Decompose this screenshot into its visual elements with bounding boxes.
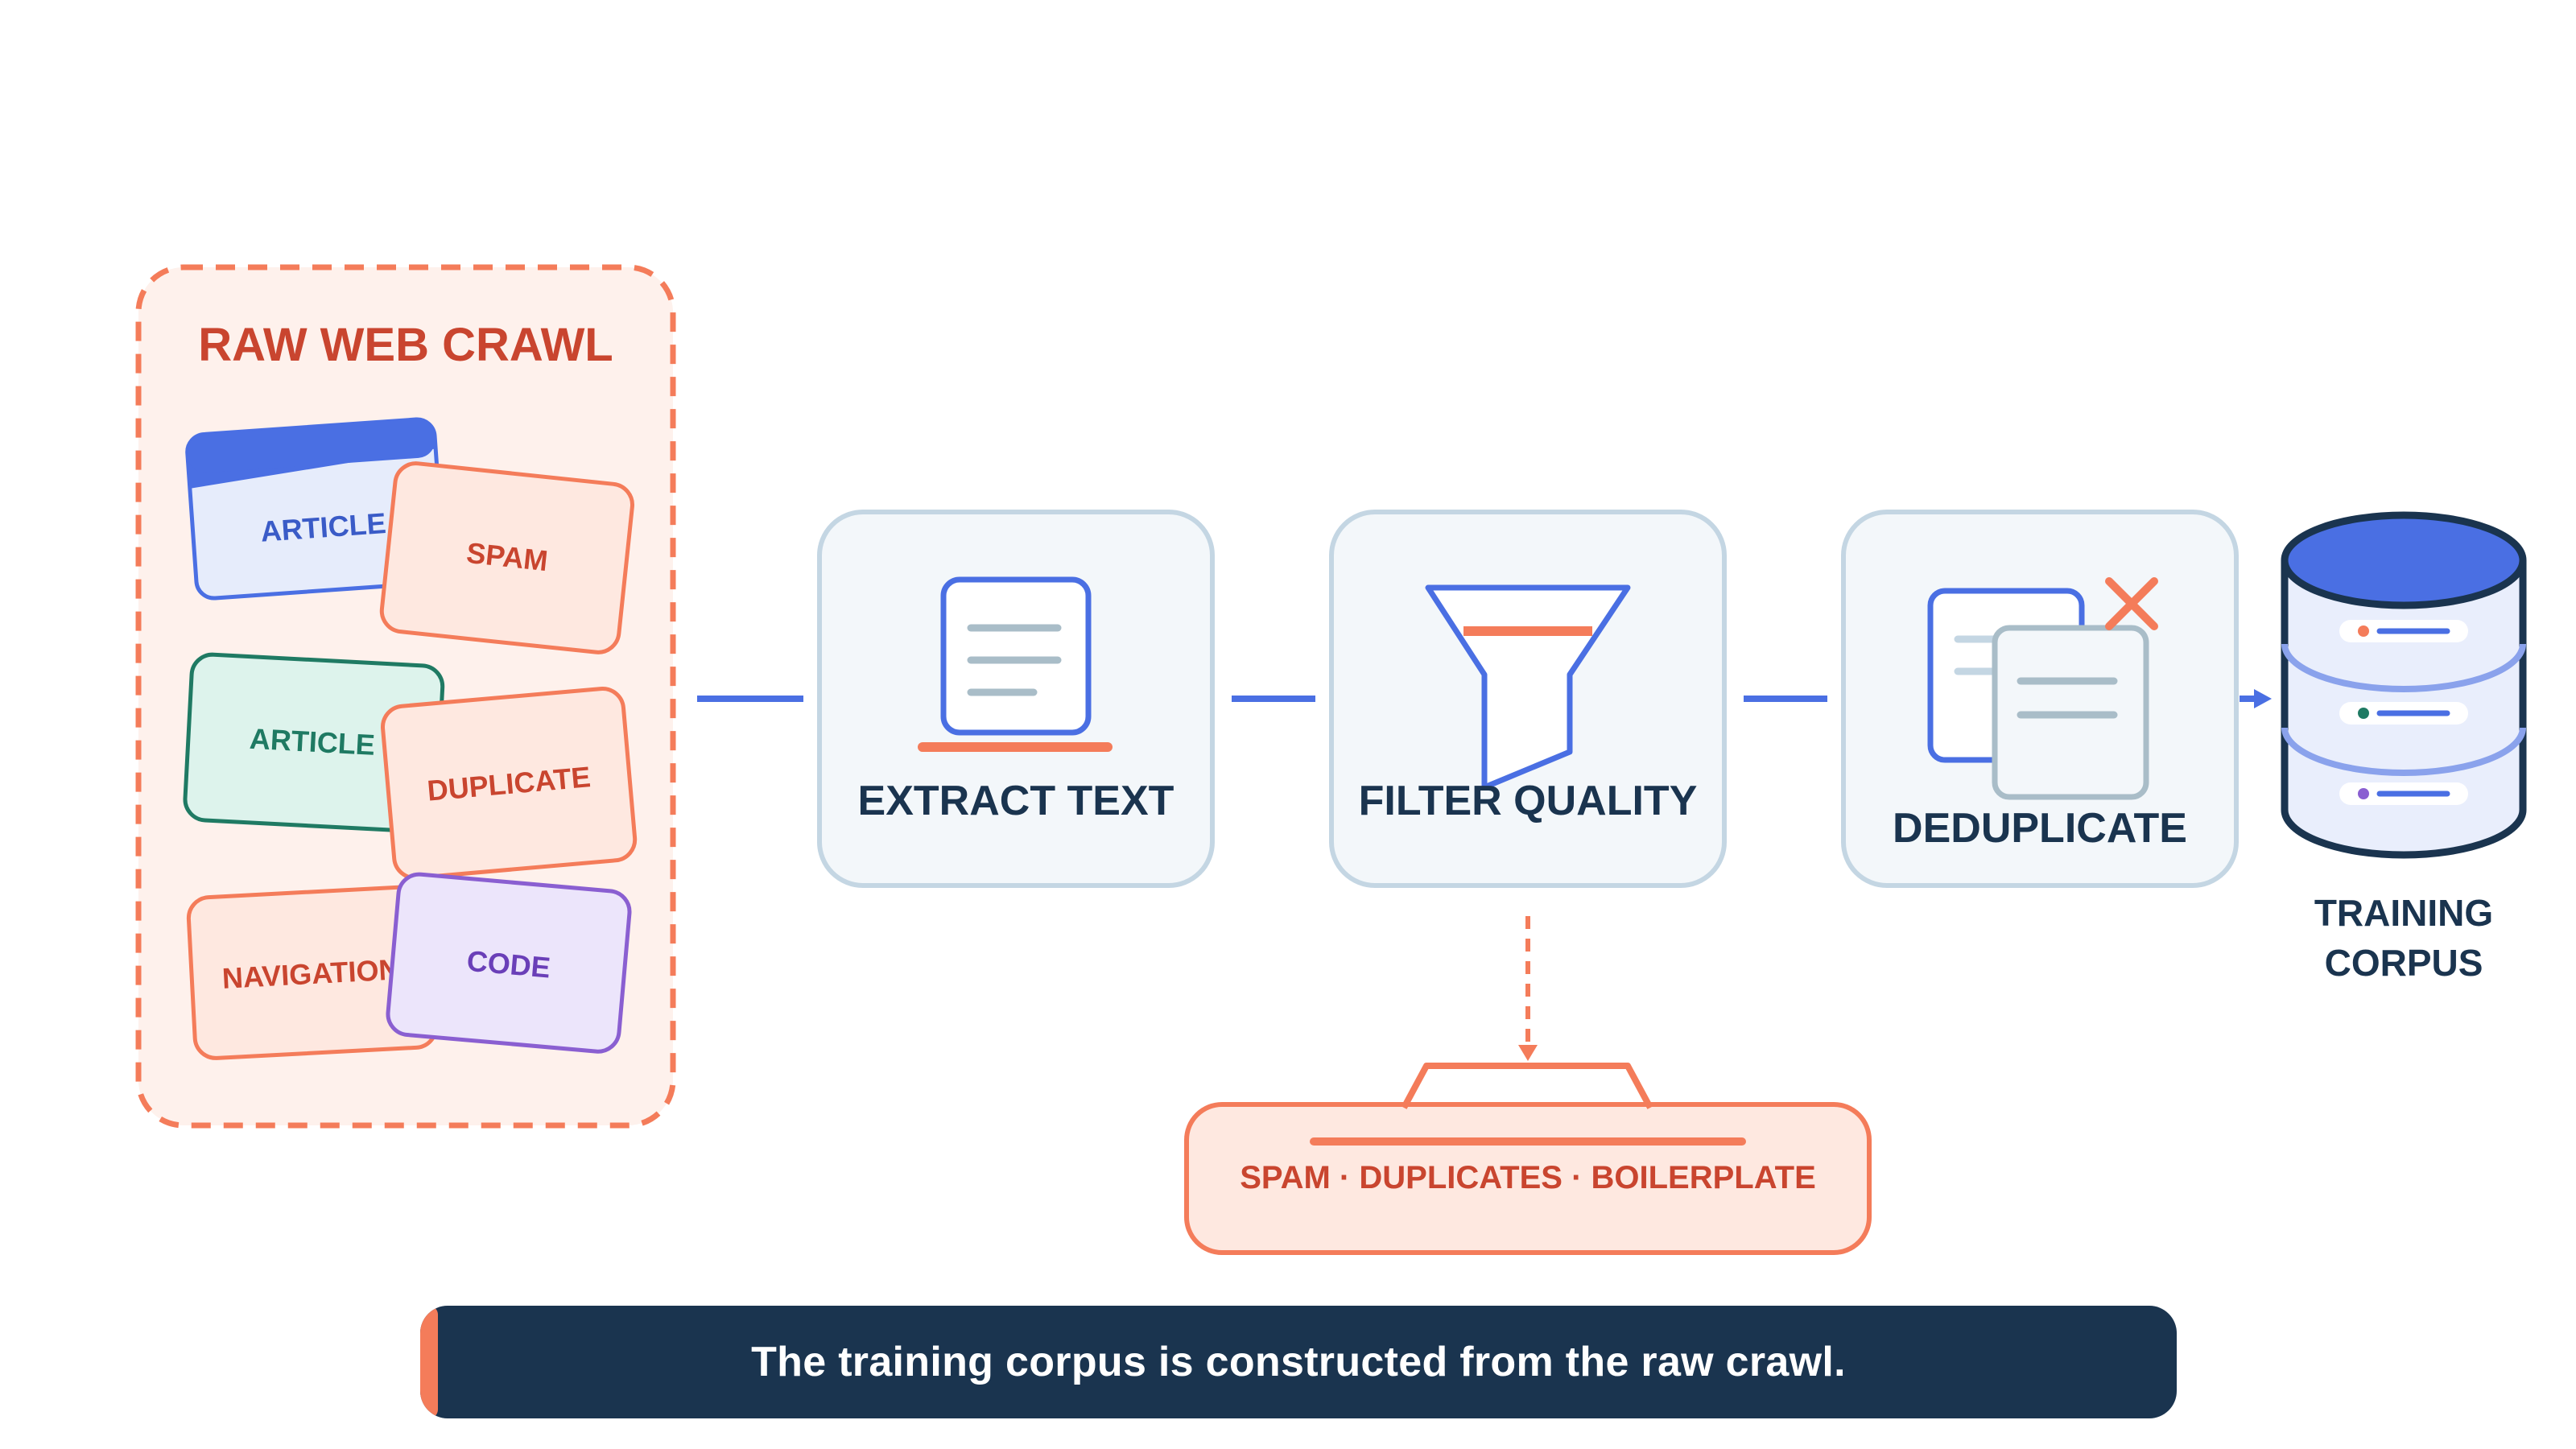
stage-deduplicate: DEDUPLICATE — [1841, 510, 2239, 888]
caption-accent-bar — [420, 1306, 438, 1418]
card-code: CODE — [386, 872, 632, 1054]
rejected-arrowhead — [1518, 1045, 1538, 1061]
connector-dedup-to-corpus — [2240, 689, 2272, 708]
funnel-icon — [1425, 584, 1631, 791]
corpus-label-line2: CORPUS — [2325, 942, 2483, 984]
card-article-green-label: ARTICLE — [249, 722, 376, 762]
trash-lid-icon — [1401, 1063, 1653, 1109]
caption-bar: The training corpus is constructed from … — [420, 1306, 2177, 1418]
stage-filter-quality: FILTER QUALITY — [1329, 510, 1727, 888]
raw-web-crawl-group: RAW WEB CRAWL ARTICLE SPAM ARTICLE DUPLI… — [135, 264, 676, 1129]
stage-extract-label: EXTRACT TEXT — [858, 778, 1174, 824]
card-code-label: CODE — [465, 944, 551, 985]
rejected-label: SPAM · DUPLICATES · BOILERPLATE — [1240, 1160, 1816, 1195]
document-icon — [918, 576, 1113, 752]
card-navigation: NAVIGATION — [186, 885, 439, 1060]
caption-text: The training corpus is constructed from … — [751, 1339, 1846, 1385]
card-article-green: ARTICLE — [183, 652, 445, 834]
close-icon — [2105, 577, 2158, 630]
duplicate-documents-icon — [1927, 588, 2149, 800]
database-icon — [2281, 511, 2527, 859]
training-corpus: TRAINING CORPUS — [2281, 511, 2527, 984]
raw-crawl-title: RAW WEB CRAWL — [198, 319, 613, 371]
stage-filter-label: FILTER QUALITY — [1359, 778, 1698, 824]
card-duplicate: DUPLICATE — [380, 686, 638, 880]
rejected-output: SPAM · DUPLICATES · BOILERPLATE — [1184, 916, 1872, 1255]
card-article-blue: ARTICLE — [185, 417, 446, 601]
corpus-label-line1: TRAINING — [2314, 892, 2493, 934]
card-spam: SPAM — [379, 461, 634, 654]
stage-extract-text: EXTRACT TEXT — [817, 510, 1215, 888]
stage-dedup-label: DEDUPLICATE — [1893, 805, 2187, 852]
